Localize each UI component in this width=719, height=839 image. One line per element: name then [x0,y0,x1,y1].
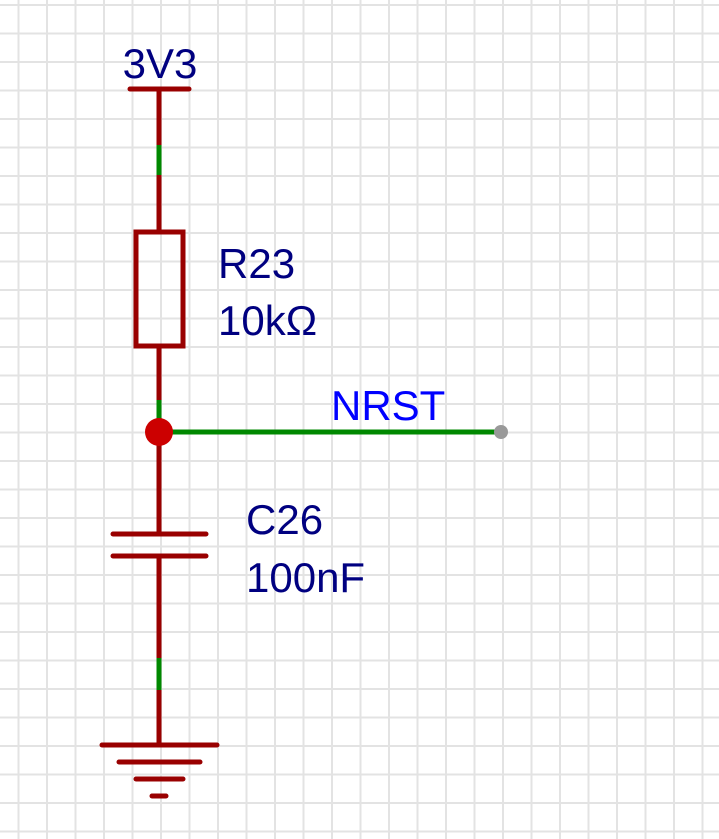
power-label[interactable]: 3V3 [123,40,198,87]
ground-icon[interactable] [99,742,220,799]
wire-endpoint[interactable] [494,425,508,439]
r23-designator[interactable]: R23 [218,240,295,287]
net-label-nrst[interactable]: NRST [331,382,445,429]
c26-designator[interactable]: C26 [246,496,323,543]
junction-dot [145,418,173,446]
c26-value[interactable]: 100nF [246,554,365,601]
r23-value[interactable]: 10kΩ [218,297,317,344]
